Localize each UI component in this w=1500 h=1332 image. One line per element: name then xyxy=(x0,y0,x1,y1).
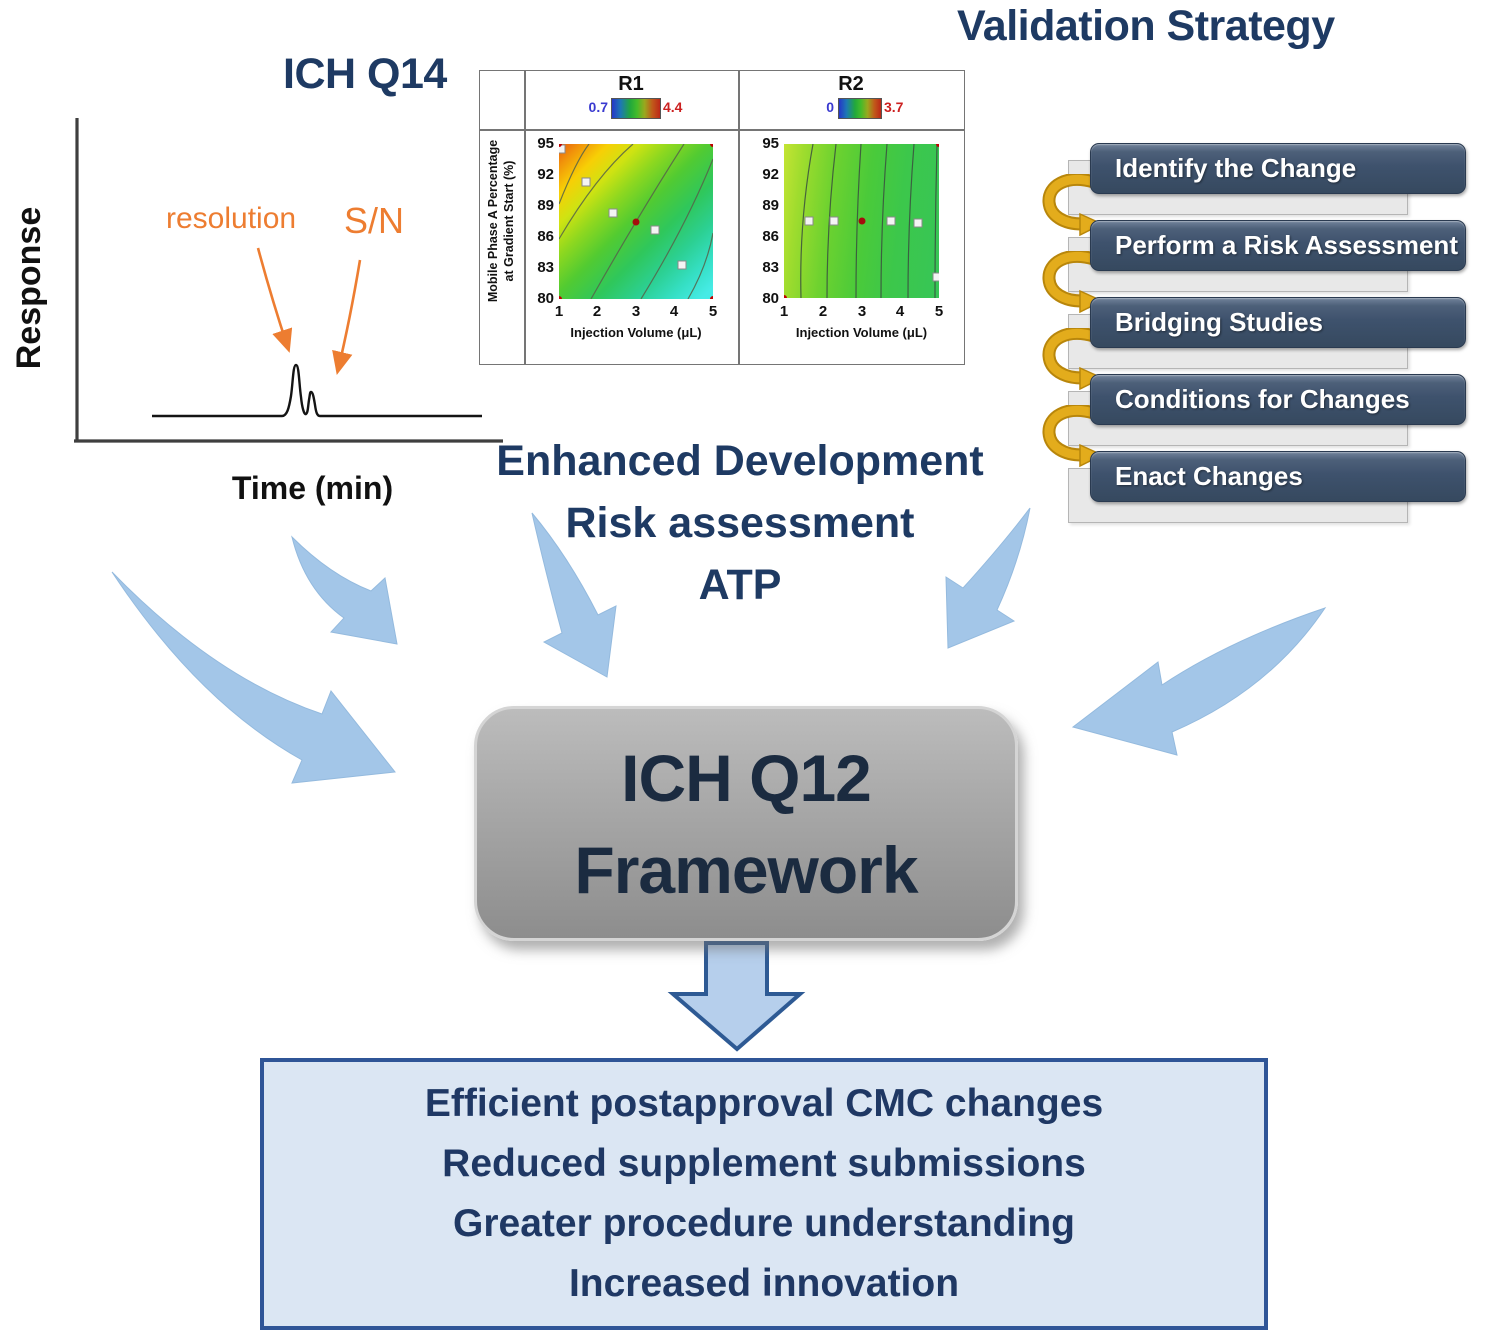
benefit-line: Efficient postapproval CMC changes xyxy=(424,1082,1104,1125)
validation-flowchart: Identify the Change Perform a Risk Asses… xyxy=(1040,130,1480,530)
time-axis-label: Time (min) xyxy=(231,470,394,506)
development-line: Risk assessment xyxy=(565,499,915,547)
arrow-from-far-left xyxy=(111,571,396,784)
r1-xtick: 5 xyxy=(708,303,718,320)
cycle-arrow-icon xyxy=(1042,251,1102,313)
chromatogram-axes xyxy=(74,118,503,443)
flow-step-label: Enact Changes xyxy=(1115,461,1303,491)
mobile-phase-axis-label: Mobile Phase A Percentage at Gradient St… xyxy=(485,106,517,336)
r2-xtick: 1 xyxy=(779,303,789,320)
r1-ytick: 86 xyxy=(537,228,554,245)
r1-xaxis-label: Injection Volume (μL) xyxy=(570,325,702,340)
r2-title: R2 xyxy=(838,73,864,95)
doe-contour-table: Mobile Phase A Percentage at Gradient St… xyxy=(479,70,965,365)
table-divider xyxy=(524,71,526,364)
r1-xtick: 4 xyxy=(669,303,679,320)
r2-xtick: 5 xyxy=(934,303,944,320)
r2-contour-lines xyxy=(800,144,938,298)
flow-step-identify-change: Identify the Change xyxy=(1090,143,1466,194)
benefit-line: Greater procedure understanding xyxy=(453,1202,1075,1245)
arrow-from-far-right xyxy=(1071,607,1327,756)
down-block-arrow xyxy=(667,941,806,1052)
r1-ytick: 89 xyxy=(537,197,554,214)
axis-label-line2: at Gradient Start (%) xyxy=(502,160,516,282)
r1-title: R1 xyxy=(618,73,644,95)
r1-contour-lines xyxy=(559,144,713,299)
arrow-from-chromatogram xyxy=(291,535,398,645)
r2-ytick: 80 xyxy=(762,290,779,307)
flow-step-label: Identify the Change xyxy=(1115,153,1357,183)
r1-colorbar-max: 4.4 xyxy=(663,99,683,115)
r1-ytick: 95 xyxy=(537,135,554,152)
table-divider xyxy=(480,129,964,131)
resolution-annotation: resolution xyxy=(166,202,297,235)
axis-label-line1: Mobile Phase A Percentage xyxy=(486,139,500,303)
r2-xaxis-label: Injection Volume (μL) xyxy=(795,325,928,340)
r2-colorbar-min: 0 xyxy=(826,99,834,115)
r2-colorbar xyxy=(838,98,882,119)
r2-contour-plot xyxy=(784,144,939,298)
annotation-arrows xyxy=(256,247,362,376)
r1-ytick: 80 xyxy=(537,290,554,307)
r2-xtick: 4 xyxy=(895,303,905,320)
flow-step-bridging-studies: Bridging Studies xyxy=(1090,297,1466,348)
benefits-box: Efficient postapproval CMC changes Reduc… xyxy=(260,1058,1268,1330)
r2-xtick: 2 xyxy=(818,303,828,320)
r1-contour-plot xyxy=(559,144,713,299)
benefit-line: Reduced supplement submissions xyxy=(442,1142,1086,1185)
r1-colorbar xyxy=(611,98,661,119)
response-axis-label: Response xyxy=(10,206,48,370)
r2-ytick: 89 xyxy=(762,197,779,214)
framework-line2: Framework xyxy=(574,832,918,907)
development-text-block: Enhanced Development Risk assessment ATP xyxy=(450,430,1030,616)
r2-colorbar-max: 3.7 xyxy=(884,99,904,115)
benefit-line: Increased innovation xyxy=(568,1262,960,1305)
r1-xtick: 3 xyxy=(631,303,641,320)
r2-ytick: 83 xyxy=(762,259,779,276)
flow-step-enact-changes: Enact Changes xyxy=(1090,451,1466,502)
framework-line1: ICH Q12 xyxy=(621,740,872,815)
flow-step-risk-assessment: Perform a Risk Assessment xyxy=(1090,220,1466,271)
sn-annotation: S/N xyxy=(344,200,405,241)
r1-xtick: 1 xyxy=(554,303,564,320)
development-line: Enhanced Development xyxy=(496,437,984,485)
r1-xtick: 2 xyxy=(592,303,602,320)
r2-xtick: 3 xyxy=(857,303,867,320)
r1-colorbar-min: 0.7 xyxy=(588,99,608,115)
validation-strategy-title: Validation Strategy xyxy=(957,2,1335,50)
ich-q14-title: ICH Q14 xyxy=(283,50,447,98)
table-divider xyxy=(738,71,740,364)
development-line: ATP xyxy=(698,561,782,609)
flow-step-label: Bridging Studies xyxy=(1115,307,1323,337)
r2-ytick: 86 xyxy=(762,228,779,245)
chromatogram-trace xyxy=(152,363,482,418)
flow-step-label: Perform a Risk Assessment xyxy=(1115,230,1458,260)
r2-ytick: 92 xyxy=(762,166,779,183)
r1-ytick: 83 xyxy=(537,259,554,276)
flow-step-label: Conditions for Changes xyxy=(1115,384,1410,414)
ich-q12-framework-box: ICH Q12 Framework xyxy=(474,706,1018,941)
flow-step-conditions-for-changes: Conditions for Changes xyxy=(1090,374,1466,425)
r1-ytick: 92 xyxy=(537,166,554,183)
r2-ytick: 95 xyxy=(762,135,779,152)
